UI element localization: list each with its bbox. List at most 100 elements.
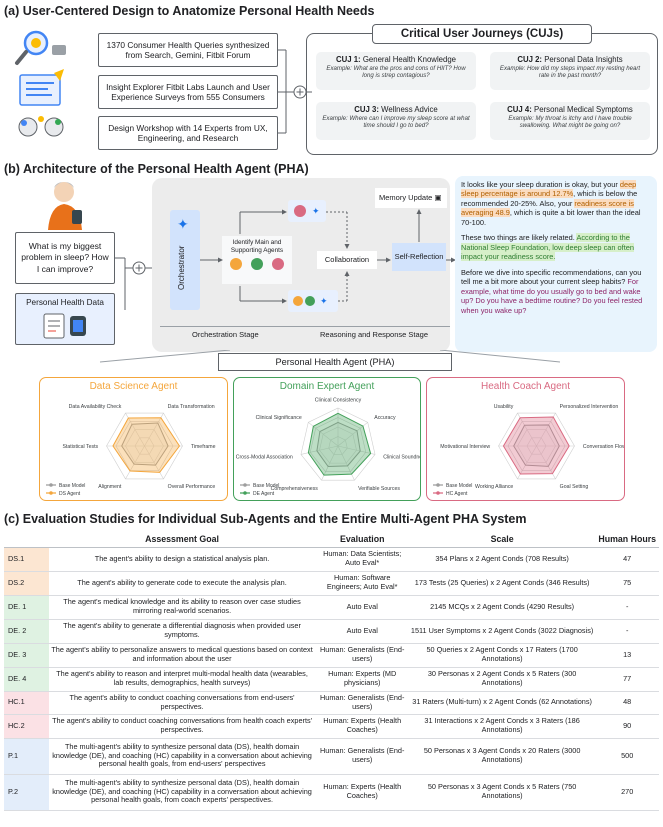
table-cell-eval: Human: Data Scientists; Auto Eval* [315,547,409,572]
radar-spoke [517,445,537,480]
response-text: These two things are likely related. [461,233,577,243]
radar-axis-label: Clinical Soundness [383,454,421,460]
agents-robots-icon [230,258,284,271]
source-text: Design Workshop with 14 Experts from UX,… [108,122,268,143]
table-cell-scale: 31 Raters (Multi-turn) x 2 Agent Conds (… [408,691,596,715]
section-a-connectors [278,49,312,134]
table-cell-id: DE. 4 [4,667,49,692]
personal-data-label: Personal Health Data [26,298,104,307]
radar-axis-label: Verifiable Sources [358,486,400,492]
self-reflection-label: Self-Reflection [394,252,444,261]
table-cell-hours: 77 [595,667,659,692]
source-box-queries: 1370 Consumer Health Queries synthesized… [98,33,278,67]
input-connectors [115,257,155,310]
radar-axis-label: Alignment [98,484,122,490]
radar-axis-label: Statistical Tests [62,444,98,450]
radar-spoke [321,445,339,481]
response-para-1: It looks like your sleep duration is oka… [461,180,651,227]
legend-label: DS Agent [59,491,81,497]
identify-agents-box: Identify Main and Supporting Agents [222,236,292,284]
table-cell-scale: 173 Tests (25 Queries) x 2 Agent Conds (… [408,571,596,596]
robots-icon: ✦ [293,296,328,306]
cuj-card-3: CUJ 3: Wellness Advice Example: Where ca… [316,102,476,140]
table-cell-eval: Human: Experts (MD physicians) [315,667,409,692]
flow-arrows [200,209,455,304]
response-text: , which is below the recommended 20-25%.… [461,189,638,208]
section-c-title: (c) Evaluation Studies for Individual Su… [4,512,527,526]
legend-label: Base Model [59,483,85,489]
response-text: Before we dive into specific recommendat… [461,267,642,287]
legend-marker [436,483,440,487]
radar-axis-label: Accuracy [374,415,396,421]
pha-label: Personal Health Agent (PHA) [218,353,452,371]
radar-spoke [536,412,556,447]
table-cell-scale: 50 Queries x 2 Agent Conds x 17 Raters (… [408,643,596,668]
table-cell-goal: The agent's ability to conduct coaching … [48,691,316,715]
table-cell-goal: The multi-agent's ability to synthesize … [48,774,316,811]
robot-icon: ✦ [294,205,320,217]
legend-marker [49,491,53,495]
radar-axis-label: Goal Setting [560,484,589,490]
health-data-icon [43,313,86,339]
cuj-example: Example: How did my steps impact my rest… [499,65,641,80]
radar-grid [300,407,376,481]
source-box-workshop: Design Workshop with 14 Experts from UX,… [98,116,278,150]
legend-marker [436,491,440,495]
main-agent-tile: ✦ [288,200,326,222]
agent-name: Domain Expert Agent [279,381,375,392]
identify-agents-label: Identify Main and Supporting Agents [230,239,284,254]
table-cell-eval: Human: Generalists (End-users) [315,738,409,775]
source-text: 1370 Consumer Health Queries synthesized… [106,39,270,60]
radar-axis-label: Personalized Intervention [560,404,619,410]
table-header: Assessment Goal [48,531,316,548]
table-cell-id: DE. 2 [4,619,49,644]
radar-grid [328,436,348,455]
radar-axis-label: Motivational Interview [440,444,490,450]
table-cell-scale: 1511 User Symptoms x 2 Agent Conds (3022… [408,619,596,644]
merge-plus-icon [132,261,146,275]
response-highlight: For example, what time do you usually go… [461,277,643,315]
legend-label: HC Agent [446,491,468,497]
de-agent-panel: Domain Expert Agent Clinical Consistency… [233,377,421,501]
table-cell-goal: The agent's medical knowledge and its ab… [48,595,316,620]
cuj-id: CUJ 1: [335,55,361,64]
cuj-name: Wellness Advice [381,105,438,114]
cuj-title: Critical User Journeys (CUJs) [372,24,592,44]
table-cell-id: P.2 [4,774,49,811]
radar-axis-label: Conversation Flow [583,444,625,450]
cuj-id: CUJ 3: [354,105,379,114]
cuj-card-2: CUJ 2: Personal Data Insights Example: H… [490,52,650,90]
cuj-id: CUJ 4: [507,105,532,114]
table-cell-id: DE. 1 [4,595,49,620]
legend-marker [243,491,247,495]
table-cell-eval: Human: Experts (Health Coaches) [315,774,409,811]
chip-icon: ▣ [434,193,442,202]
table-cell-id: DE. 3 [4,643,49,668]
radar-spoke [144,412,164,447]
radar-spoke [144,445,164,480]
table-cell-hours: 48 [595,691,659,715]
table-cell-eval: Human: Generalists (End-users) [315,691,409,715]
radar-axis-label: Clinical Consistency [315,398,362,404]
workshop-people-icon [18,116,64,137]
merge-plus-icon [293,85,307,99]
cuj-example: Example: Where can I improve my sleep sc… [322,115,470,130]
cuj-example: Example: My throat is itchy and I have t… [508,115,632,130]
sparkle-icon: ✦ [177,216,189,232]
table-cell-goal: The agent's ability to conduct coaching … [48,714,316,739]
cuj-name: General Health Knowledge [362,55,457,64]
source-icons [15,30,66,137]
source-text: Insight Explorer Fitbit Labs Launch and … [106,81,270,102]
table-header: Scale [408,531,596,548]
radar-axis-label: Timeframe [191,444,216,450]
table-cell-goal: The agent's ability to reason and interp… [48,667,316,692]
table-cell-goal: The agent's ability to generate code to … [48,571,316,596]
